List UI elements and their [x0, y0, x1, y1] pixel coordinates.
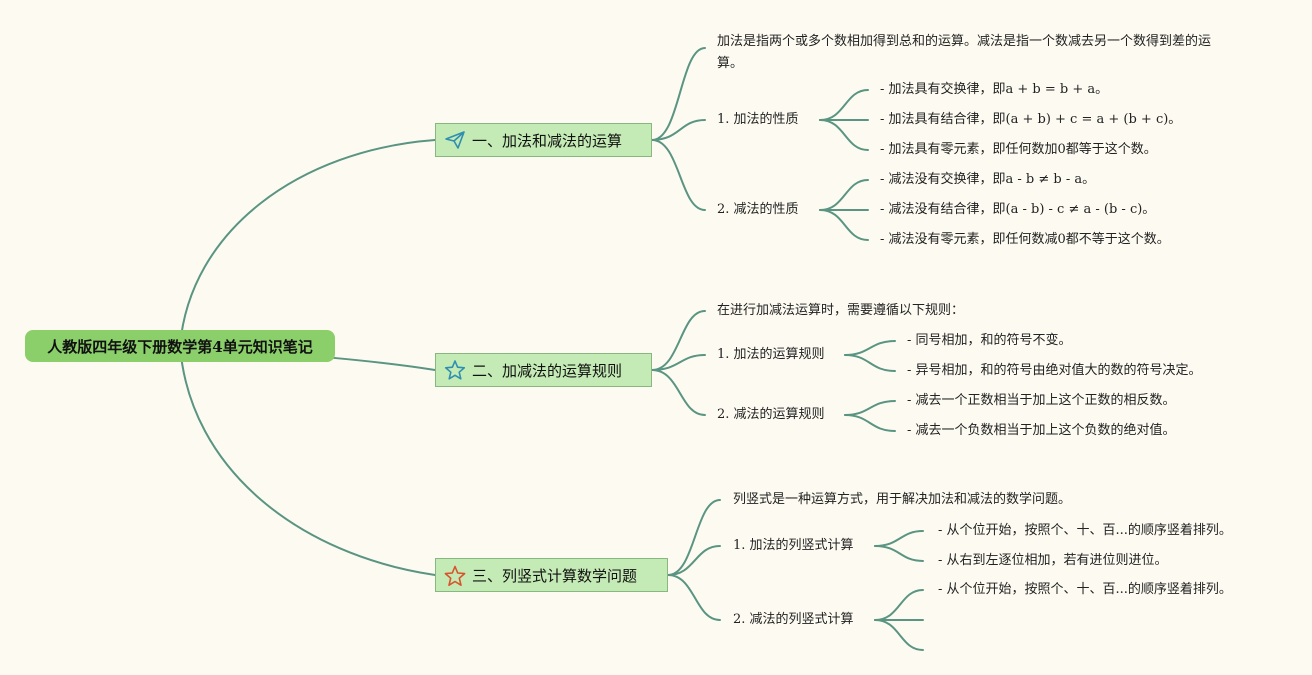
- star-outline-red-icon: [444, 564, 466, 586]
- subtopic-label: 1. 加法的列竖式计算: [733, 538, 854, 553]
- topic-intro: 加法是指两个或多个数相加得到总和的运算。减法是指一个数减去另一个数得到差的运算。: [717, 34, 1212, 71]
- topic-node-2[interactable]: 二、加减法的运算规则: [435, 353, 652, 387]
- leaf-item: - 从个位开始，按照个、十、百...的顺序竖着排列。: [938, 582, 1232, 597]
- leaf-item: - 加法具有零元素，即任何数加0都等于这个数。: [880, 142, 1157, 157]
- star-outline-blue-icon: [444, 359, 466, 381]
- leaf-item: - 从右到左逐位相加，若有进位则进位。: [938, 553, 1168, 568]
- leaf-item: - 减法没有交换律，即a - b ≠ b - a。: [880, 172, 1096, 187]
- topic-title: 三、列竖式计算数学问题: [472, 566, 638, 585]
- topic-node-1[interactable]: 一、加法和减法的运算: [435, 123, 652, 157]
- leaf-item: - 减法没有结合律，即(a - b) - c ≠ a - (b - c)。: [880, 202, 1156, 217]
- leaf-item: - 减去一个正数相当于加上这个正数的相反数。: [907, 393, 1176, 408]
- root-node[interactable]: 人教版四年级下册数学第4单元知识笔记: [25, 330, 335, 362]
- topic-node-3[interactable]: 三、列竖式计算数学问题: [435, 558, 668, 592]
- leaf-item: - 减法没有零元素，即任何数减0都不等于这个数。: [880, 232, 1170, 247]
- leaf-item: - 减去一个负数相当于加上这个负数的绝对值。: [907, 423, 1176, 438]
- subtopic-label: 2. 减法的列竖式计算: [733, 612, 854, 627]
- topic-title: 二、加减法的运算规则: [472, 361, 623, 380]
- leaf-item: - 从个位开始，按照个、十、百...的顺序竖着排列。: [938, 523, 1232, 538]
- subtopic-label: 2. 减法的运算规则: [717, 407, 825, 422]
- root-title: 人教版四年级下册数学第4单元知识笔记: [47, 337, 313, 356]
- subtopic-label: 1. 加法的性质: [717, 112, 799, 127]
- topic-intro: 列竖式是一种运算方式，用于解决加法和减法的数学问题。: [733, 492, 1072, 507]
- subtopic-label: 1. 加法的运算规则: [717, 347, 825, 362]
- topic-title: 一、加法和减法的运算: [472, 131, 623, 150]
- paper-plane-icon: [444, 129, 466, 151]
- subtopic-label: 2. 减法的性质: [717, 202, 799, 217]
- leaf-item: - 加法具有交换律，即a + b = b + a。: [880, 82, 1109, 97]
- leaf-item: - 同号相加，和的符号不变。: [907, 333, 1072, 348]
- leaf-item: - 异号相加，和的符号由绝对值大的数的符号决定。: [907, 363, 1202, 378]
- topic-intro: 在进行加减法运算时，需要遵循以下规则：: [717, 303, 965, 318]
- leaf-item: - 加法具有结合律，即(a + b) + c = a + (b + c)。: [880, 112, 1182, 127]
